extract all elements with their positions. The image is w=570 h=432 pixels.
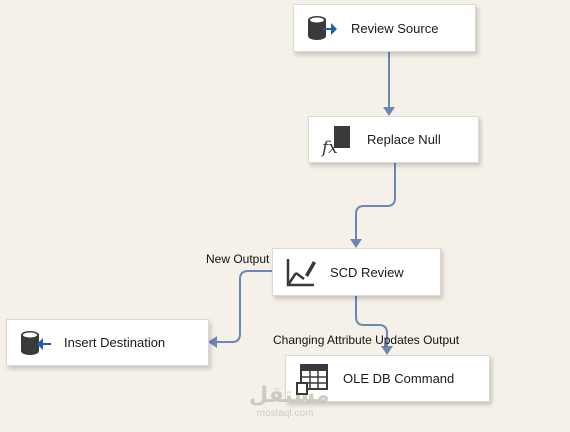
svg-text:fx: fx xyxy=(320,138,338,157)
mostaql-watermark: مستقل mostaql.com xyxy=(249,383,330,420)
insert-destination-node[interactable]: Insert Destination xyxy=(6,319,209,366)
ole-db-command-table-icon xyxy=(296,363,328,395)
scd-review-node[interactable]: SCD Review xyxy=(272,248,441,296)
connector-scd-to-insert[interactable] xyxy=(216,270,273,343)
ole-db-command-node[interactable]: OLE DB Command xyxy=(285,355,490,402)
slowly-changing-dimension-icon xyxy=(286,259,316,287)
watermark-text: mostaql.com xyxy=(256,408,314,419)
review-source-label: Review Source xyxy=(351,20,439,36)
arrowhead-insert xyxy=(208,336,217,348)
scd-review-label: SCD Review xyxy=(330,264,404,280)
connector-scd-to-oledb[interactable] xyxy=(355,296,388,347)
arrowhead-replace xyxy=(383,107,395,116)
new-output-label[interactable]: New Output xyxy=(206,252,270,266)
arrowhead-scd xyxy=(350,239,362,248)
replace-null-label: Replace Null xyxy=(367,132,441,147)
database-destination-icon xyxy=(21,330,51,355)
ole-db-command-label: OLE DB Command xyxy=(343,371,455,386)
changing-attribute-output-label[interactable]: Changing Attribute Updates Output xyxy=(273,333,460,347)
replace-null-node[interactable]: fx Replace Null xyxy=(308,116,479,163)
database-source-icon xyxy=(308,16,337,40)
review-source-node[interactable]: Review Source xyxy=(293,4,476,52)
arrowhead-oledb xyxy=(381,346,393,355)
connector-replace-to-scd[interactable] xyxy=(355,163,396,240)
insert-destination-label: Insert Destination xyxy=(64,335,166,350)
derived-column-fx-icon: fx xyxy=(320,125,350,157)
watermark-logo: مستقل xyxy=(249,383,330,408)
